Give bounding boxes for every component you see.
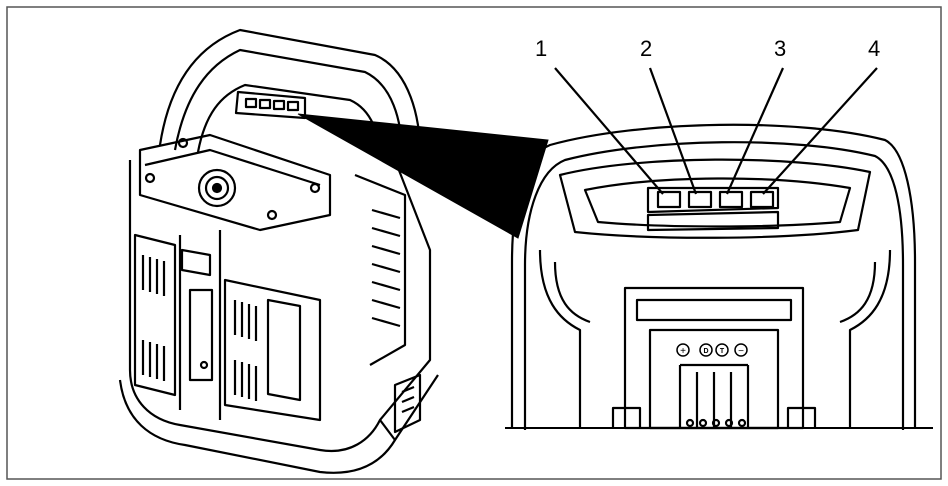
bay-feet bbox=[611, 406, 817, 428]
side-wall bbox=[354, 173, 407, 366]
led-4-small bbox=[286, 100, 300, 112]
closeup-handle-recess bbox=[558, 158, 872, 239]
symbol-plus: + bbox=[680, 346, 686, 357]
screw-1 bbox=[144, 172, 156, 184]
front-slot-window bbox=[188, 288, 214, 382]
screw-2 bbox=[177, 137, 189, 149]
screw-3 bbox=[266, 209, 278, 221]
leader-4 bbox=[762, 67, 878, 195]
foot-ribs bbox=[401, 385, 415, 414]
closeup-side-curves bbox=[553, 261, 877, 324]
closeup-led-window bbox=[646, 186, 780, 214]
charger-overview bbox=[118, 28, 439, 474]
leader-1 bbox=[554, 67, 664, 195]
front-slot-dot bbox=[199, 360, 209, 370]
port-ring-outer bbox=[197, 168, 237, 208]
figure-frame bbox=[6, 6, 942, 480]
closeup-handle-inner bbox=[583, 177, 852, 228]
callout-3: 3 bbox=[774, 36, 786, 61]
pin-hole-3 bbox=[711, 418, 721, 428]
leader-3 bbox=[725, 67, 785, 195]
pin-hole-1 bbox=[685, 418, 695, 428]
callout-1: 1 bbox=[535, 36, 547, 61]
connector-symbols: + D T − bbox=[676, 343, 748, 357]
symbol-ring-temp bbox=[715, 343, 729, 357]
closeup-body-inner bbox=[523, 141, 905, 430]
connector-pins bbox=[695, 372, 733, 428]
closeup-led-ledge bbox=[646, 210, 780, 232]
left-vent-panel bbox=[133, 233, 177, 397]
cradle-inner bbox=[266, 298, 302, 402]
handle-middle bbox=[173, 48, 404, 156]
led-3-small bbox=[272, 99, 286, 111]
symbol-minus: − bbox=[738, 346, 744, 357]
charger-closeup bbox=[510, 123, 917, 430]
led-1-small bbox=[244, 97, 258, 109]
closeup-side-lines bbox=[538, 249, 892, 428]
symbol-t: T bbox=[720, 348, 725, 355]
symbol-d: D bbox=[703, 348, 708, 355]
left-vents-bottom bbox=[141, 340, 166, 381]
top-port-edge bbox=[144, 148, 321, 187]
led-3 bbox=[718, 190, 744, 209]
side-ribs bbox=[371, 208, 401, 328]
body-outline bbox=[128, 159, 432, 453]
right-cradle bbox=[223, 278, 322, 422]
led-4 bbox=[749, 190, 775, 209]
led-2-small bbox=[258, 98, 272, 110]
handle-outer bbox=[158, 28, 422, 151]
cradle-vents-bottom bbox=[233, 360, 258, 401]
pin-hole-4 bbox=[724, 418, 734, 428]
symbol-ring-data bbox=[699, 343, 713, 357]
top-port bbox=[138, 133, 332, 232]
port-ring-inner bbox=[204, 175, 230, 201]
screw-4 bbox=[309, 182, 321, 194]
symbol-ring-minus bbox=[734, 343, 748, 357]
latch bbox=[180, 248, 212, 277]
led-2 bbox=[687, 190, 713, 209]
connector-block bbox=[678, 363, 750, 428]
cradle-vents-top bbox=[233, 300, 258, 341]
base-corner bbox=[379, 419, 396, 441]
callout-2: 2 bbox=[640, 36, 652, 61]
callout-4: 4 bbox=[868, 36, 880, 61]
base-rim bbox=[118, 374, 439, 474]
left-vents-top bbox=[141, 255, 166, 296]
battery-bay-rail bbox=[635, 298, 793, 322]
led-1 bbox=[656, 190, 682, 209]
pin-hole-5 bbox=[737, 418, 747, 428]
zoom-wedge bbox=[297, 113, 549, 239]
callout-leaders bbox=[554, 67, 878, 195]
symbol-ring-plus bbox=[676, 343, 690, 357]
pin-hole-2 bbox=[698, 418, 708, 428]
port-button bbox=[211, 182, 223, 194]
closeup-body bbox=[510, 123, 917, 428]
base-foot bbox=[393, 373, 422, 434]
front-slot-rails bbox=[178, 230, 222, 420]
leader-2 bbox=[648, 67, 698, 195]
